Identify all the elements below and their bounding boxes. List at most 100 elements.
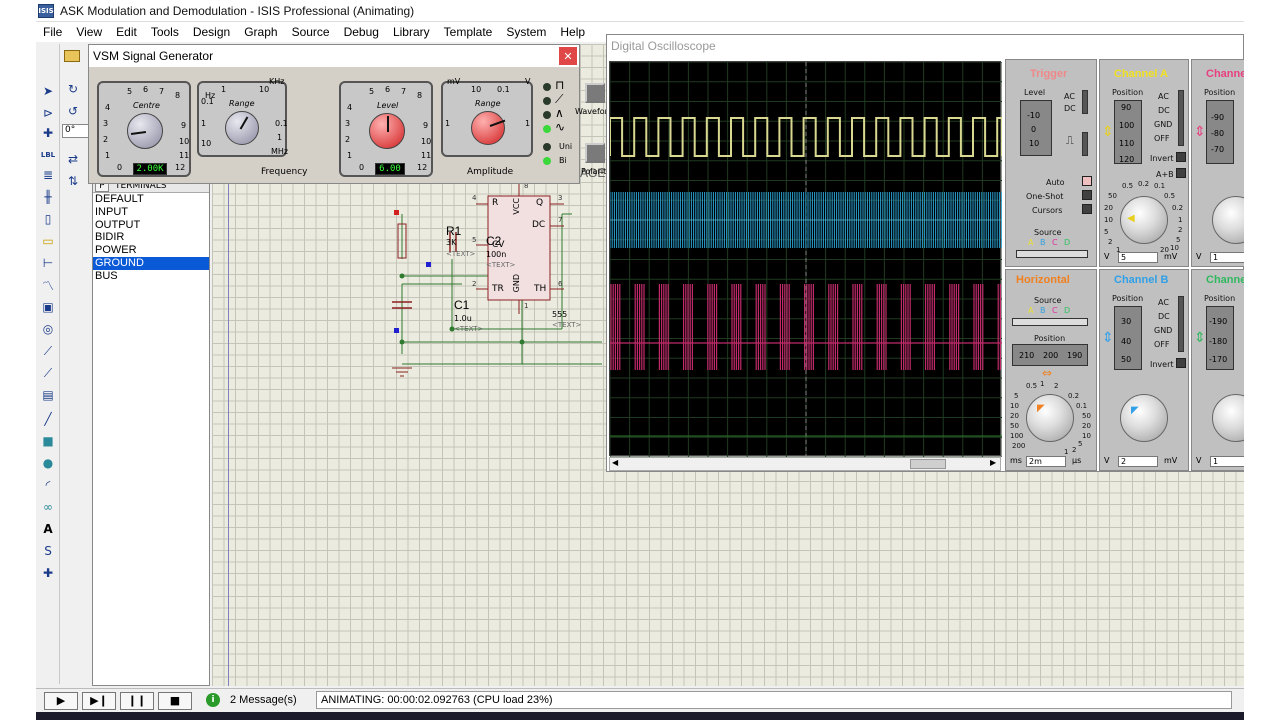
pause-button[interactable]: ❙❙ [120,691,154,710]
menu-graph[interactable]: Graph [244,25,278,39]
channel-c-volts-value[interactable]: 1 [1210,252,1244,263]
menu-system[interactable]: System [506,25,547,39]
trigger-cursors-button[interactable] [1082,204,1092,214]
circle-tool-icon[interactable]: ● [42,456,54,470]
polarity-button[interactable] [585,143,605,163]
trigger-level-slider[interactable]: -10 0 10 [1020,100,1052,156]
channel-c-tick: -70 [1211,145,1225,154]
text-script-icon[interactable]: ≣ [42,168,54,182]
menu-debug[interactable]: Debug [343,25,379,39]
box-tool-icon[interactable]: ■ [42,434,54,448]
channel-a-coupling-switch[interactable] [1178,90,1184,146]
graph-mode-icon[interactable]: 〽 [41,278,54,293]
wire-label-icon[interactable]: LBL [40,151,56,159]
channel-b-volts-value[interactable]: 2 [1118,456,1158,467]
mirror-vertical-icon[interactable]: ⇅ [67,174,79,188]
menu-template[interactable]: Template [443,25,493,39]
isis-window: ISIS ASK Modulation and Demodulation - I… [36,0,1244,720]
mirror-horizontal-icon[interactable]: ⇄ [67,152,79,166]
terminal-item[interactable]: DEFAULT [95,193,144,205]
terminal-item[interactable]: POWER [95,244,137,257]
text-tool-icon[interactable]: A [43,522,53,536]
menu-edit[interactable]: Edit [116,25,137,39]
rotate-ccw-icon[interactable]: ↺ [67,104,79,118]
terminal-item[interactable]: OUTPUT [95,218,141,231]
channel-a-volts-dial[interactable]: ◀ [1120,196,1168,244]
trigger-oneshot-button[interactable] [1082,190,1092,200]
horizontal-time-value[interactable]: 2m [1026,456,1066,467]
menu-source[interactable]: Source [291,25,330,39]
channel-a-invert-button[interactable] [1176,152,1186,162]
channel-c-volts-dial[interactable] [1212,196,1244,244]
channel-b-invert-button[interactable] [1176,358,1186,368]
close-icon[interactable]: ✕ [559,47,577,65]
current-probe-icon[interactable]: ⟋ [43,365,53,380]
trigger-coupling-switch[interactable] [1082,90,1088,114]
channel-d-volts-dial[interactable] [1212,394,1244,442]
channel-b-coupling-switch[interactable] [1178,296,1184,352]
tape-recorder-icon[interactable]: ▣ [42,300,54,314]
horizontal-panel: Horizontal Source A B C D Position 210 2… [1005,269,1097,471]
virtual-instruments-icon[interactable]: ▤ [42,388,54,402]
scope-screen[interactable] [609,61,1003,458]
marker-tool-icon[interactable]: ✚ [42,566,54,580]
generator-mode-icon[interactable]: ◎ [42,322,54,336]
channel-d-volts-value[interactable]: 1 [1210,456,1244,467]
terminal-item[interactable]: INPUT [95,205,128,218]
line-tool-icon[interactable]: ╱ [44,412,52,426]
trigger-auto-button[interactable] [1082,176,1092,186]
menu-help[interactable]: Help [560,25,586,39]
centre-knob[interactable] [127,113,163,149]
amp-unit: mV [447,77,461,86]
trigger-edge-switch[interactable] [1082,132,1088,156]
menu-file[interactable]: File [43,25,63,39]
trigger-source-slider[interactable] [1016,250,1088,258]
menu-tools[interactable]: Tools [150,25,179,39]
waveform-button[interactable] [585,83,605,103]
pin-mode-icon[interactable]: ⊢ [42,256,54,270]
subcircuit-icon[interactable]: ▯ [44,212,52,226]
menu-view[interactable]: View [76,25,103,39]
level-knob[interactable] [369,113,405,149]
messages-count[interactable]: 2 Message(s) [230,694,297,706]
horizontal-position-slider[interactable]: 210 200 190 [1012,344,1088,366]
rotation-angle-field[interactable]: 0° [62,124,90,138]
scroll-thumb[interactable] [910,459,946,469]
channel-b-position-slider[interactable]: 30 40 50 [1114,306,1142,370]
step-button[interactable]: ▶❙ [82,691,116,710]
open-folder-icon[interactable] [64,50,80,62]
play-button[interactable]: ▶ [44,691,78,710]
messages-info-icon[interactable]: i [206,693,220,707]
arc-tool-icon[interactable]: ◜ [45,478,51,492]
channel-b-volts-dial[interactable]: ◤ [1120,394,1168,442]
stop-button[interactable]: ■ [158,691,192,710]
scope-horizontal-scrollbar[interactable]: ◀ ▶ [609,457,1001,471]
symbol-tool-icon[interactable]: S [44,544,52,558]
component-mode-icon[interactable]: ⊳ [42,106,54,120]
channel-a-volts-value[interactable]: 5 [1118,252,1158,263]
scroll-left-icon[interactable]: ◀ [612,458,619,467]
terminals-mode-icon[interactable]: ▭ [42,234,54,248]
terminal-item[interactable]: BIDIR [95,231,125,244]
signal-generator-window[interactable]: VSM Signal Generator ✕ 5 6 7 8 4 3 2 1 0… [88,44,616,184]
terminal-item-selected[interactable]: GROUND [93,256,209,270]
amplitude-range-knob[interactable] [471,111,506,145]
horizontal-timebase-dial[interactable]: ◤ [1026,394,1074,442]
scroll-right-icon[interactable]: ▶ [990,458,997,467]
channel-d-position-slider[interactable]: -190 -180 -170 [1206,306,1234,370]
oscilloscope-window[interactable]: Digital Oscilloscope ◀ ▶ Trigger Level -… [606,34,1244,472]
junction-dot-icon[interactable]: ✚ [42,126,54,140]
select-arrow-icon[interactable]: ➤ [42,84,54,98]
horizontal-source-slider[interactable] [1012,318,1088,326]
frequency-range-knob[interactable] [225,111,259,145]
path-tool-icon[interactable]: ∞ [43,500,53,514]
channel-a-aplusb-button[interactable] [1176,168,1186,178]
terminal-item[interactable]: BUS [95,269,118,282]
rotate-cw-icon[interactable]: ↻ [67,82,79,96]
menu-design[interactable]: Design [192,25,231,39]
voltage-probe-icon[interactable]: ⟋ [43,343,53,358]
buses-icon[interactable]: ╫ [44,190,52,204]
menu-library[interactable]: Library [392,25,430,39]
channel-c-position-slider[interactable]: -90 -80 -70 [1206,100,1234,164]
channel-a-position-slider[interactable]: 90 100 110 120 [1114,100,1142,164]
